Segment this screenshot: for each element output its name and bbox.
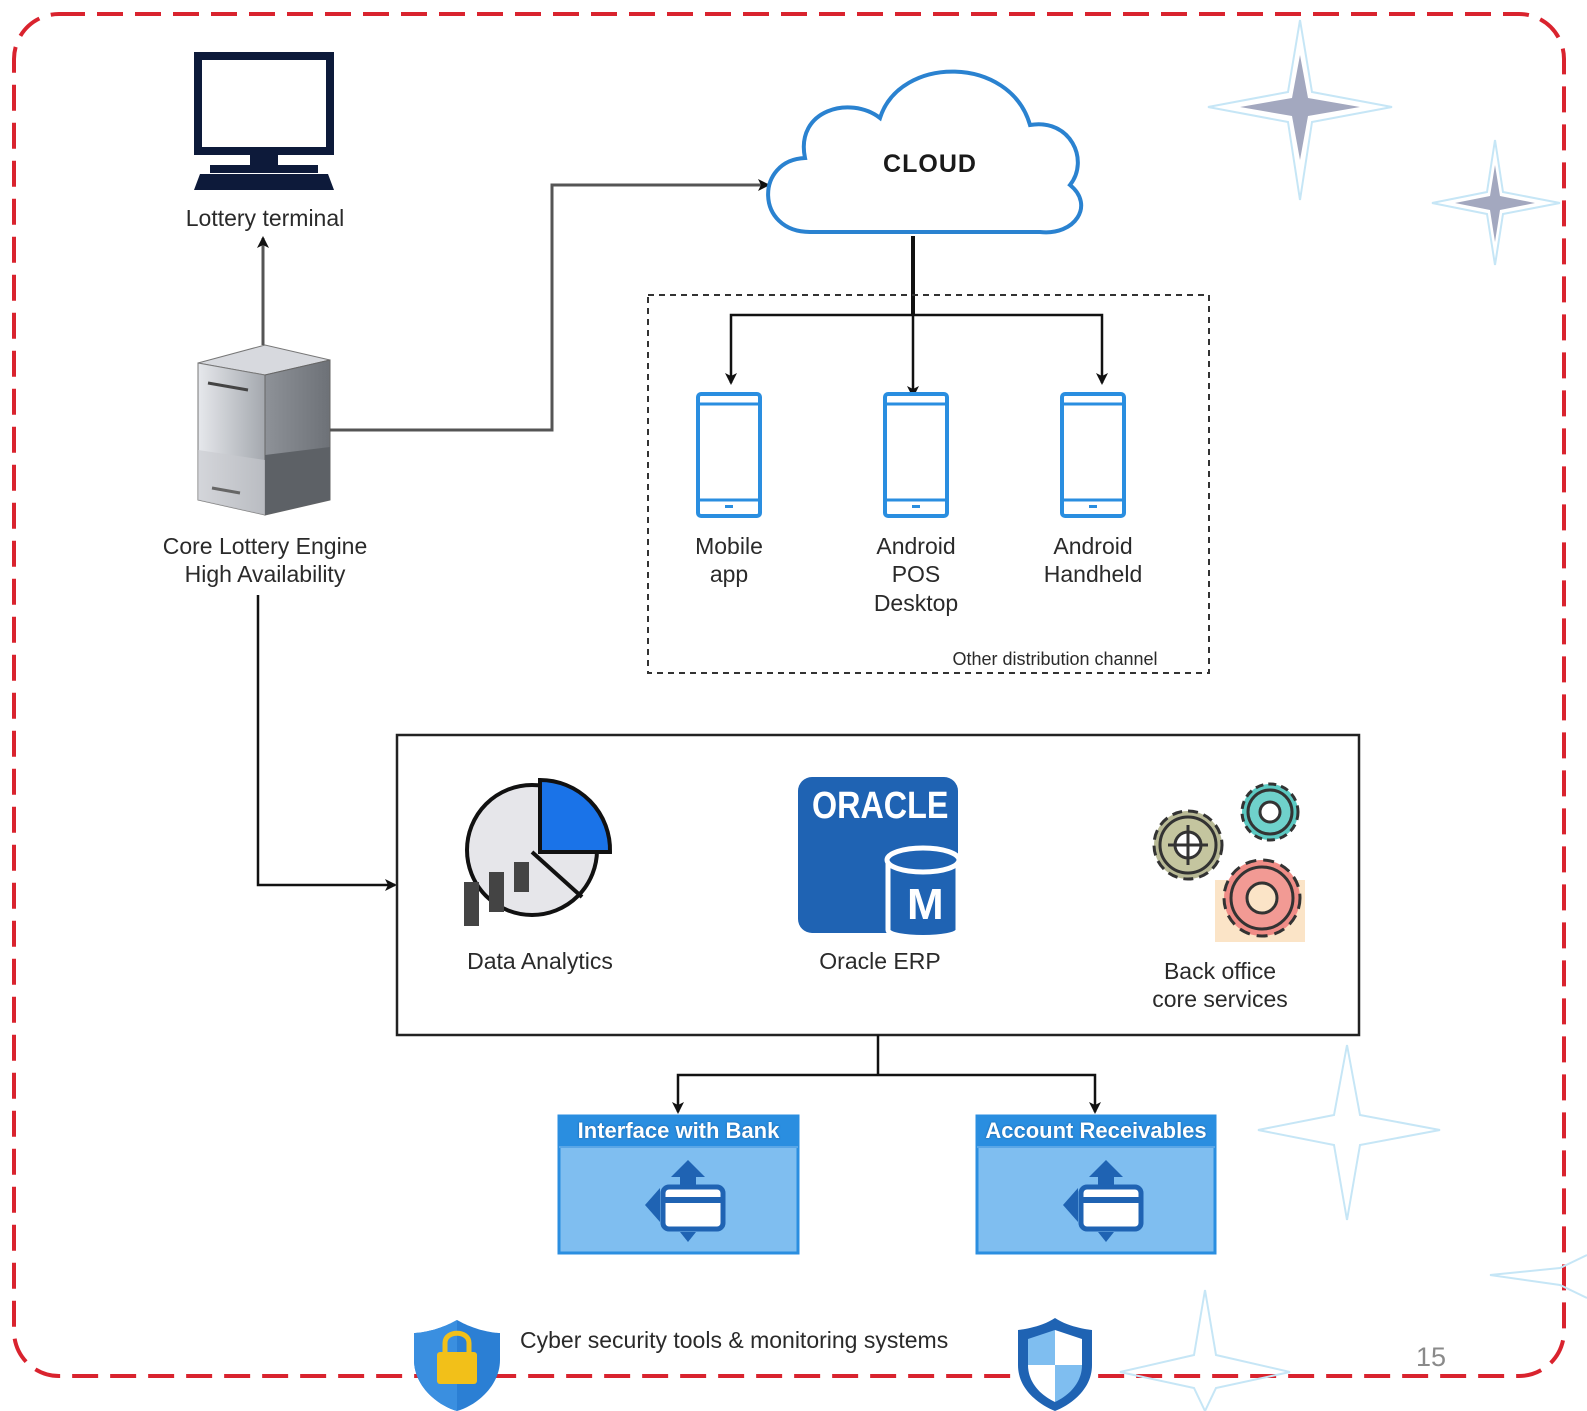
star-decoration — [1257, 1044, 1441, 1221]
arrow-to-mobile-app — [725, 313, 913, 385]
android-pos-label-3: Desktop — [873, 590, 959, 616]
security-shield-icon — [1018, 1318, 1092, 1411]
cyber-security-label: Cyber security tools & monitoring system… — [520, 1327, 949, 1353]
mobile-app-label-2: app — [709, 561, 749, 587]
cloud-icon — [766, 69, 1084, 235]
arrow-to-android-handheld — [913, 313, 1108, 385]
page-number: 15 — [1416, 1342, 1447, 1372]
analytics-chart-icon — [464, 777, 613, 926]
star-decoration — [1119, 1289, 1291, 1411]
lottery-terminal-label: Lottery terminal — [185, 205, 345, 231]
card-transfer-icon — [645, 1160, 726, 1242]
phone-icon — [1060, 392, 1126, 518]
account-receivables-title: Account Receivables — [985, 1118, 1207, 1143]
arrow-engine-to-backoffice — [256, 595, 397, 891]
other-distribution-box — [647, 294, 1210, 674]
back-office-label-1: Back office — [1163, 958, 1277, 984]
arrow-to-interface-bank — [672, 1073, 878, 1114]
cloud-label: CLOUD — [883, 150, 977, 178]
oracle-database-icon — [798, 777, 962, 940]
gears-icon — [1152, 782, 1305, 942]
oracle-logo-word: ORACLE — [812, 785, 949, 827]
core-engine-label-1: Core Lottery Engine — [162, 533, 368, 559]
android-handheld-label-1: Android — [1053, 533, 1133, 559]
data-analytics-label: Data Analytics — [467, 948, 613, 974]
star-decoration — [1207, 19, 1393, 201]
phone-icon — [883, 392, 949, 518]
oracle-logo-letter: M — [907, 880, 944, 929]
oracle-erp-label: Oracle ERP — [819, 948, 941, 974]
arrow-engine-to-cloud — [330, 179, 770, 432]
lock-shield-icon — [414, 1320, 500, 1411]
card-transfer-icon — [1063, 1160, 1144, 1242]
outer-frame — [12, 12, 1566, 1378]
server-icon — [197, 344, 331, 516]
android-pos-label-1: Android — [876, 533, 956, 559]
interface-bank-title: Interface with Bank — [577, 1118, 780, 1143]
monitor-icon — [194, 52, 334, 190]
other-distribution-label: Other distribution channel — [952, 649, 1158, 669]
phone-icon — [696, 392, 762, 518]
core-engine-label-2: High Availability — [184, 561, 346, 587]
star-decoration — [1431, 139, 1561, 266]
star-decoration — [1489, 1254, 1587, 1299]
android-pos-label-2: POS — [891, 561, 941, 587]
arrow-to-account-receivables — [878, 1073, 1101, 1114]
mobile-app-label-1: Mobile — [695, 533, 763, 559]
back-office-label-2: core services — [1152, 986, 1288, 1012]
android-handheld-label-2: Handheld — [1043, 561, 1143, 587]
